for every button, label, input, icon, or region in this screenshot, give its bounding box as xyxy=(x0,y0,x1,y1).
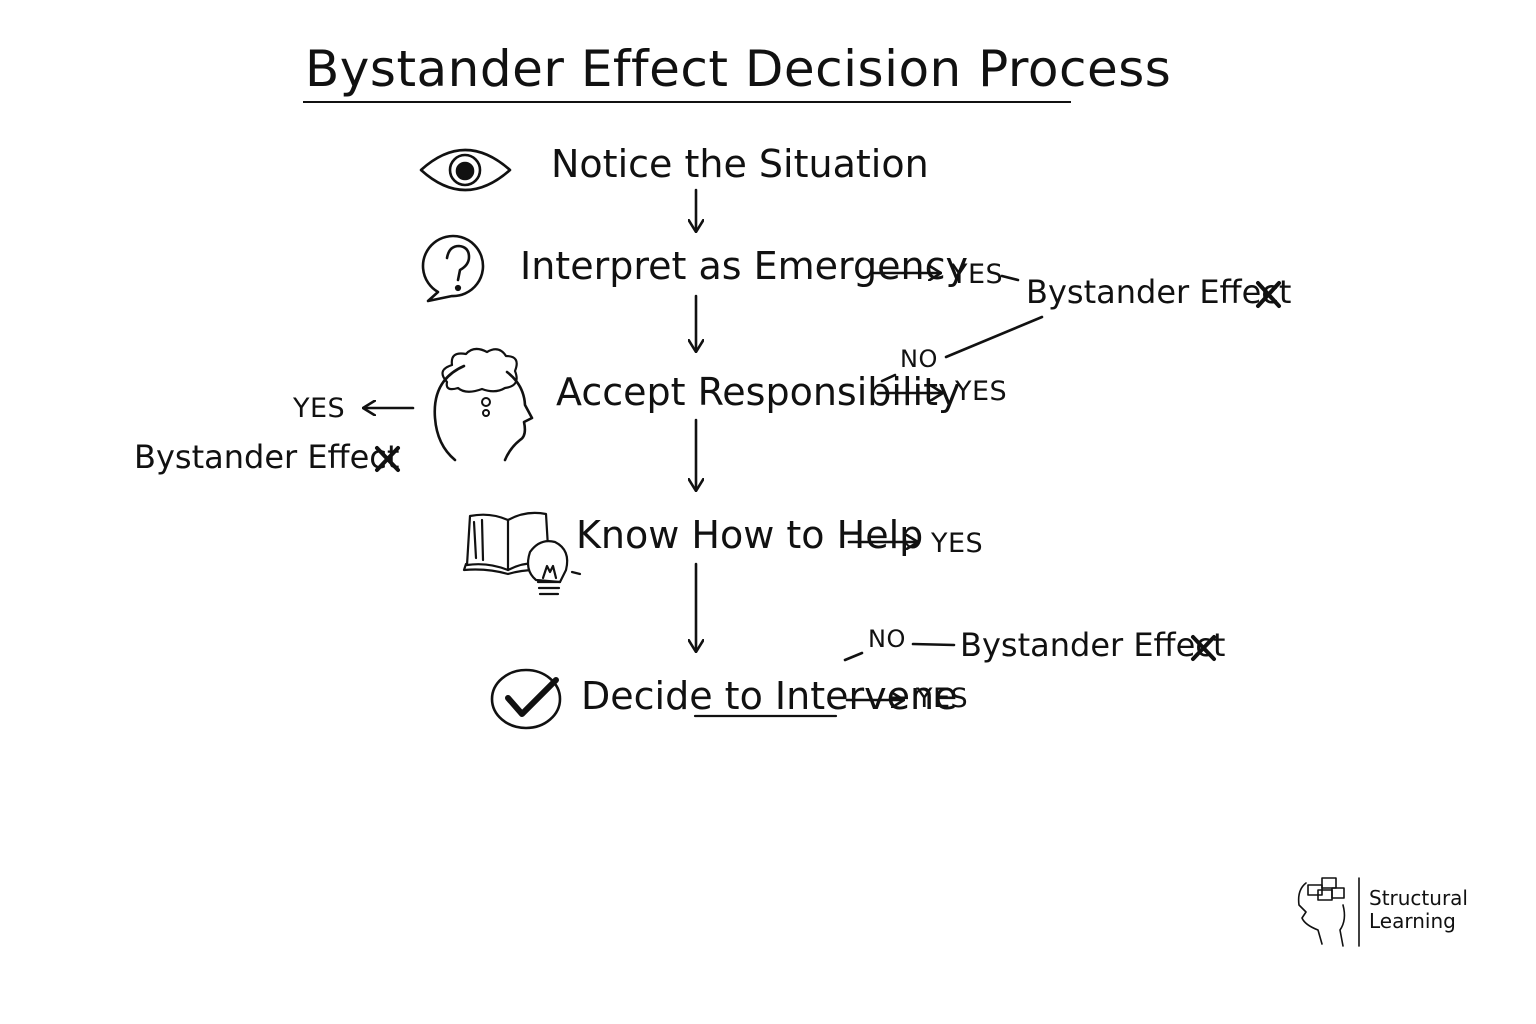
connector-accept-no xyxy=(880,373,897,383)
step-know-label: Know How to Help xyxy=(576,513,924,557)
question-bubble-icon xyxy=(421,234,485,303)
x-icon xyxy=(1191,635,1216,661)
checkmark-circle-icon xyxy=(490,668,562,730)
book-lightbulb-icon xyxy=(462,511,582,596)
decide-no-label: NO xyxy=(868,625,906,653)
x-icon xyxy=(375,446,400,472)
x-icon xyxy=(1256,281,1281,308)
interpret-yes-label: YES xyxy=(951,259,1004,290)
logo-text-line2: Learning xyxy=(1369,909,1456,933)
title-underline xyxy=(303,101,1071,103)
interpret-bystander-effect-label: Bystander Effect xyxy=(1026,273,1292,311)
connector-yes-to-bystander xyxy=(1000,274,1020,282)
brain-puzzle-logo-icon xyxy=(1297,877,1360,947)
accept-right-yes-label: YES xyxy=(955,376,1008,407)
accept-bystander-effect-label: Bystander Effect xyxy=(134,438,400,476)
accept-left-yes-label: YES xyxy=(293,393,346,424)
step-notice-label: Notice the Situation xyxy=(551,142,929,186)
step-interpret-label: Interpret as Emergency xyxy=(520,244,968,288)
logo-text-line1: Structural xyxy=(1369,886,1468,910)
connector-no-to-bystander xyxy=(944,315,1044,359)
diagram-title: Bystander Effect Decision Process xyxy=(305,40,1172,98)
decide-bystander-effect-label: Bystander Effect xyxy=(960,626,1226,664)
eye-icon xyxy=(419,148,512,192)
accept-no-label: NO xyxy=(900,345,938,373)
know-yes-label: YES xyxy=(931,528,984,559)
thinking-head-icon xyxy=(433,347,534,462)
connector-decide-no xyxy=(843,651,864,662)
connector-no-to-bystander-decide xyxy=(911,642,956,647)
decide-yes-label: YES xyxy=(916,683,969,714)
